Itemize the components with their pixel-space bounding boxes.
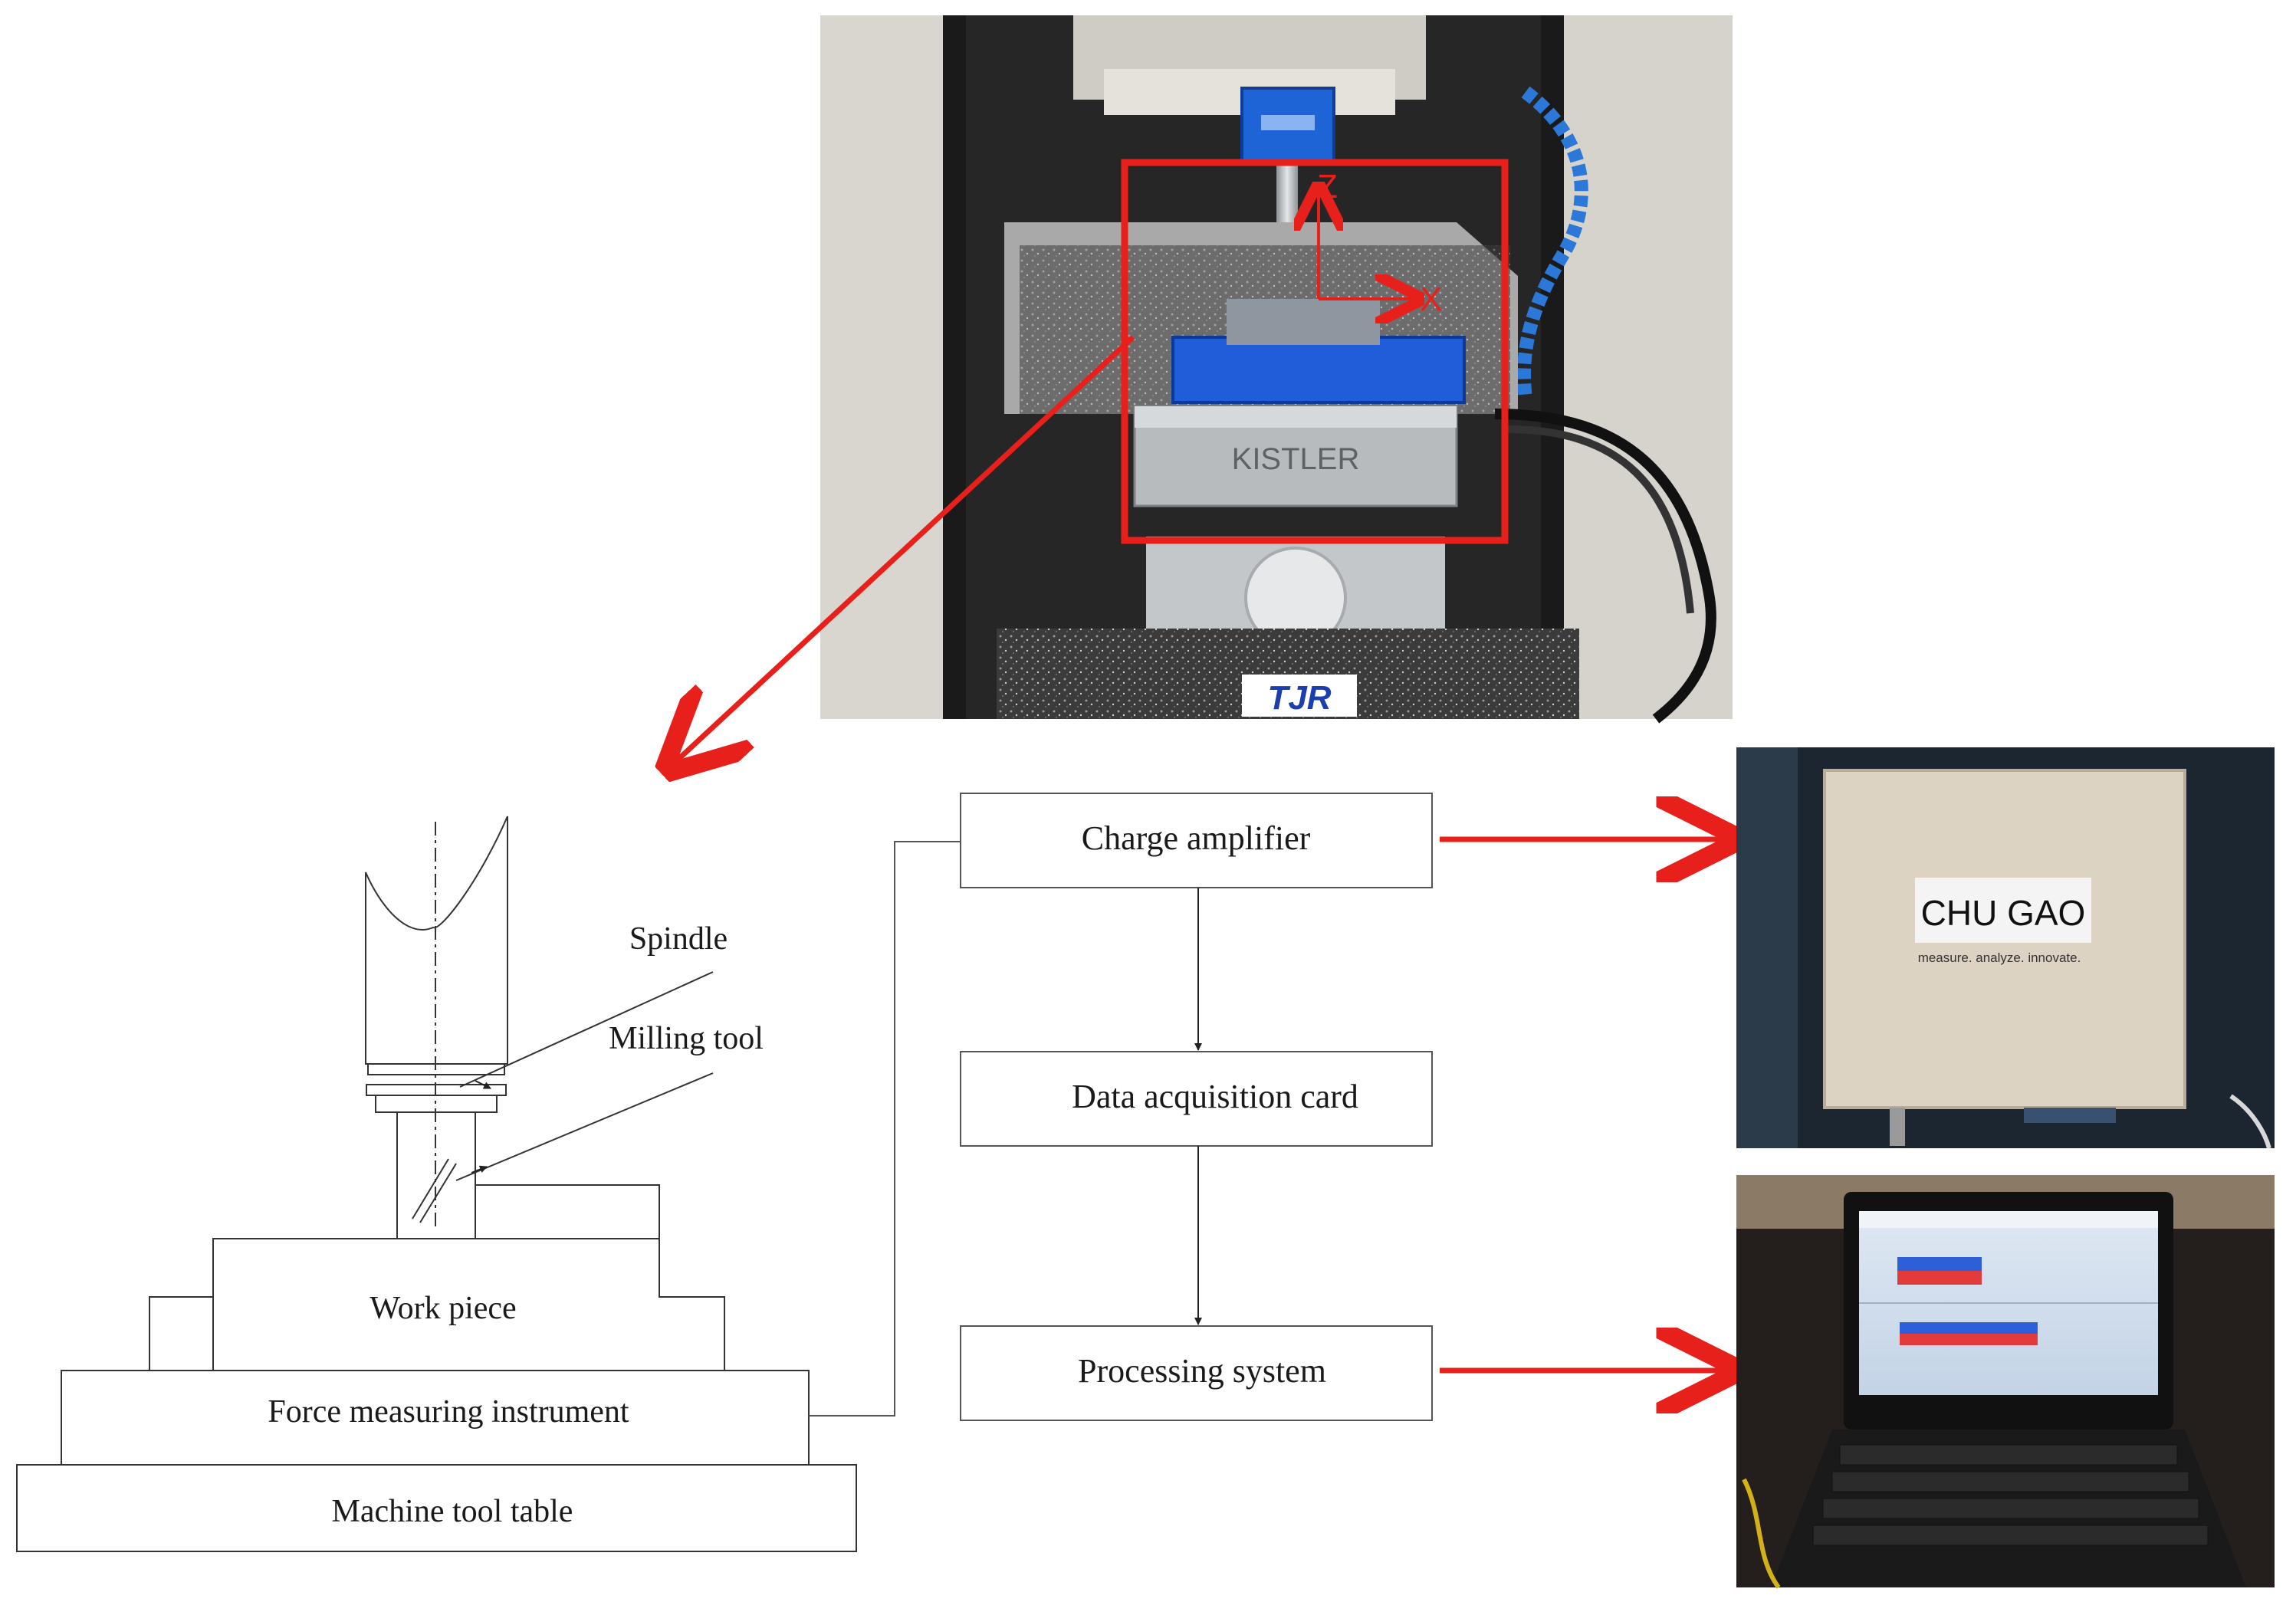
amplifier-photo: CHU GAO measure. analyze. innovate.: [1736, 747, 2275, 1149]
data-acquisition-box: [960, 1051, 1433, 1147]
machine-table-shape: [16, 1464, 857, 1552]
data-acquisition-label: Data acquisition card: [1072, 1078, 1358, 1115]
spindle-label: Spindle: [629, 921, 728, 957]
charge-amplifier-label: Charge amplifier: [1082, 819, 1311, 857]
signal-cable-line: [809, 841, 961, 1417]
machine-table-label: Machine tool table: [332, 1494, 573, 1529]
z-axis-label: Z: [1317, 168, 1338, 205]
machine-photo: KISTLER TJR Z X: [820, 15, 1733, 724]
processing-system-box: [960, 1325, 1433, 1421]
spindle-body: [365, 816, 508, 1065]
spindle-collar: [367, 1063, 505, 1075]
amplifier-brand-text: CHU GAO: [1921, 893, 2086, 933]
amplifier-tagline-text: measure. analyze. innovate.: [1918, 950, 2081, 965]
table-brand-text: TJR: [1267, 679, 1331, 717]
zoom-arrow: [675, 335, 1135, 763]
setup-schematic: [16, 816, 857, 1552]
workpiece-label: Work piece: [370, 1291, 516, 1326]
dynamometer-brand-text: KISTLER: [1232, 442, 1360, 476]
workpiece-side: [475, 1184, 660, 1239]
laptop-photo: [1736, 1175, 2275, 1589]
force-instrument-label: Force measuring instrument: [268, 1394, 629, 1430]
milling-tool-label: Milling tool: [609, 1021, 764, 1056]
vise-block: [1171, 336, 1466, 404]
workpiece-shape: [212, 1238, 725, 1371]
spindle-pointer-tip: [475, 1080, 491, 1089]
charge-amplifier-box: [960, 793, 1433, 888]
x-axis-label: X: [1420, 281, 1442, 318]
processing-system-label: Processing system: [1078, 1352, 1326, 1390]
tool-pointer-tip: [471, 1165, 488, 1174]
region-highlight-box: [1121, 159, 1509, 544]
